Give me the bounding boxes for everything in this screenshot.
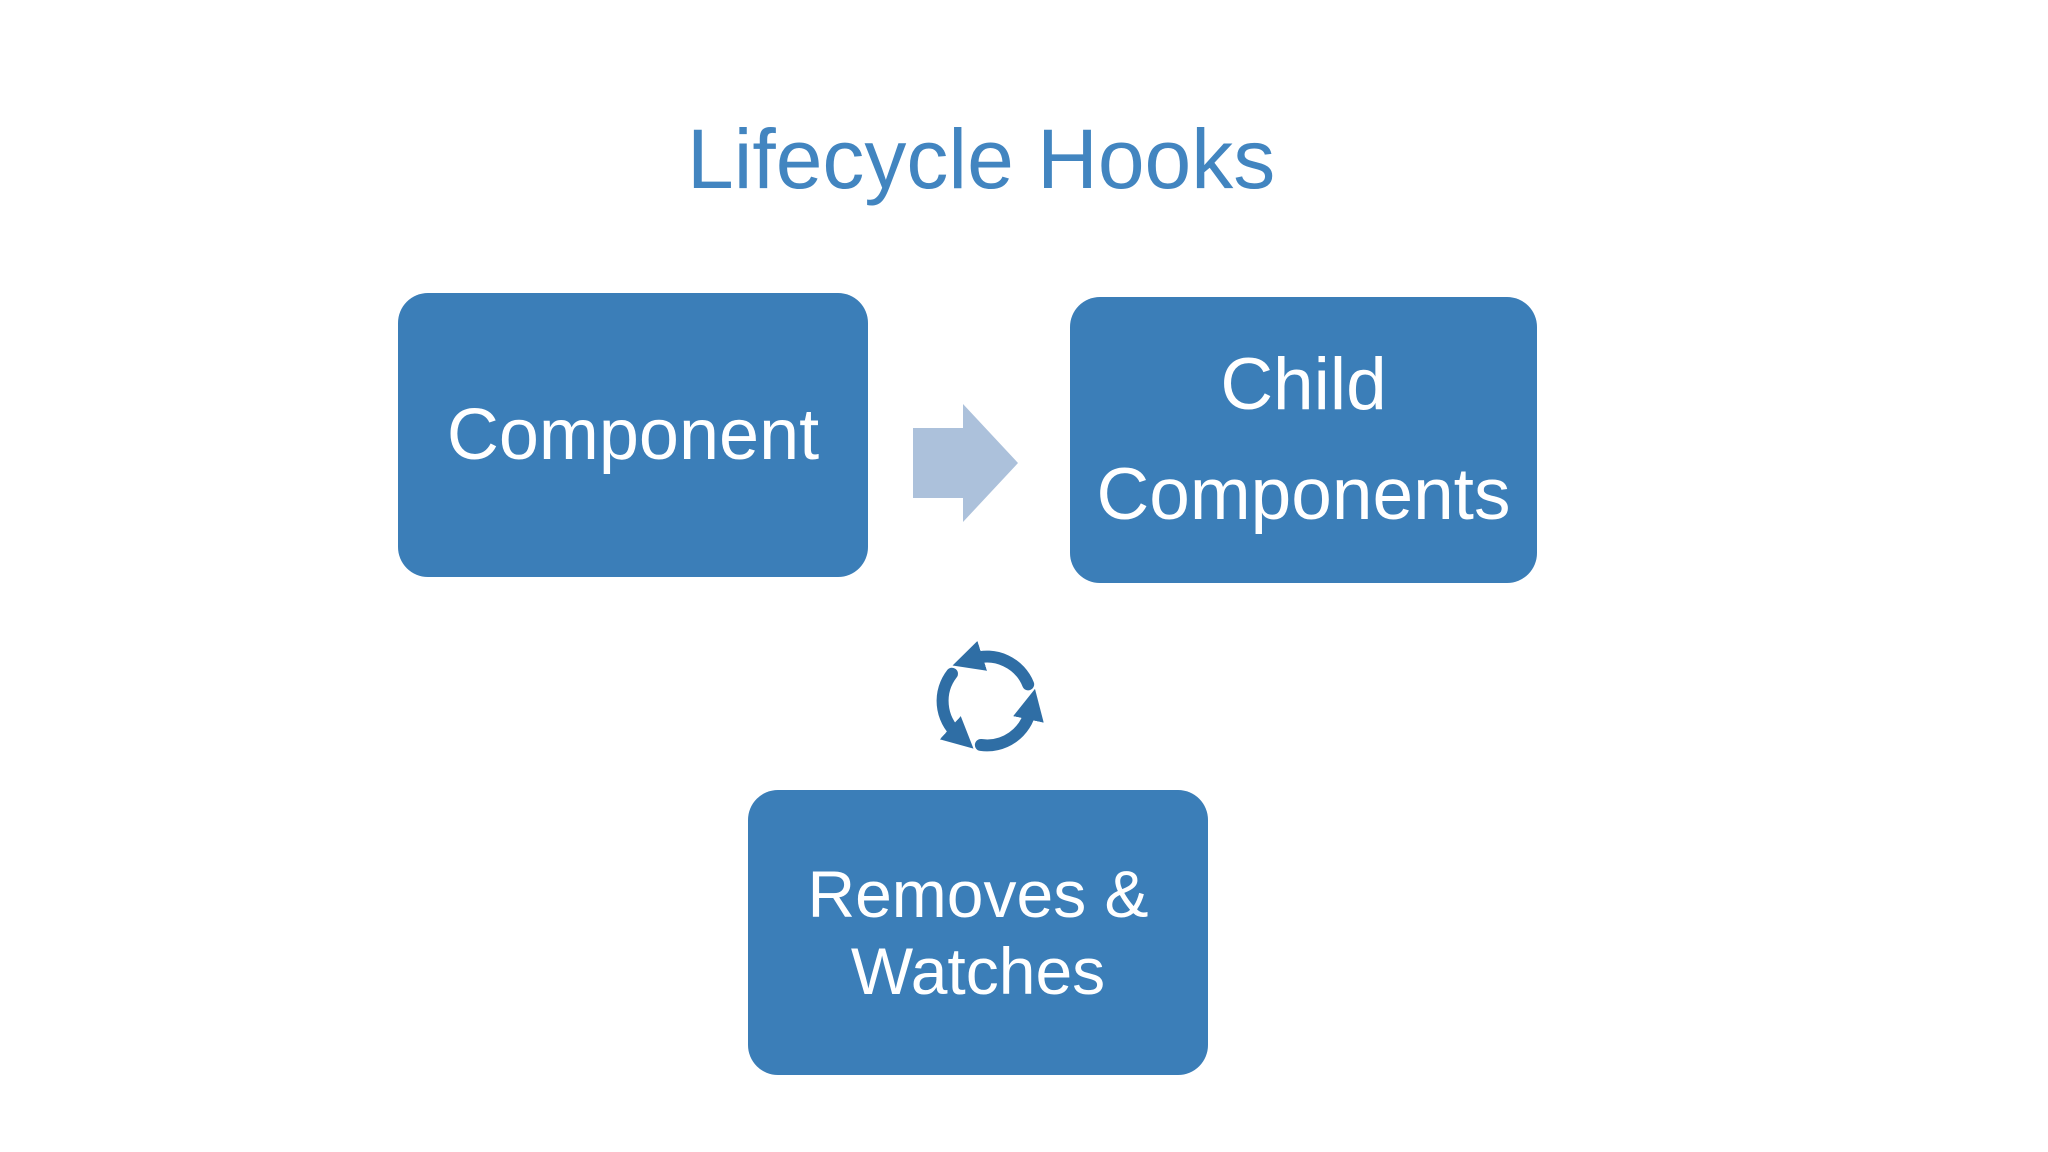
- node-removes-watches: Removes & Watches: [748, 790, 1208, 1075]
- cycle-icon: [936, 641, 1044, 752]
- node-label: Component: [446, 394, 820, 475]
- node-label-line: Child: [1220, 344, 1387, 425]
- node-child-components: Child Components: [1070, 297, 1537, 583]
- flow-arrow-icon: [913, 404, 1018, 522]
- diagram-title: Lifecycle Hooks: [687, 112, 1276, 206]
- node-label-line: Components: [1096, 454, 1511, 535]
- node-label-line: Removes &: [807, 856, 1149, 931]
- node-label-line: Watches: [850, 933, 1106, 1008]
- node-component: Component: [398, 293, 868, 577]
